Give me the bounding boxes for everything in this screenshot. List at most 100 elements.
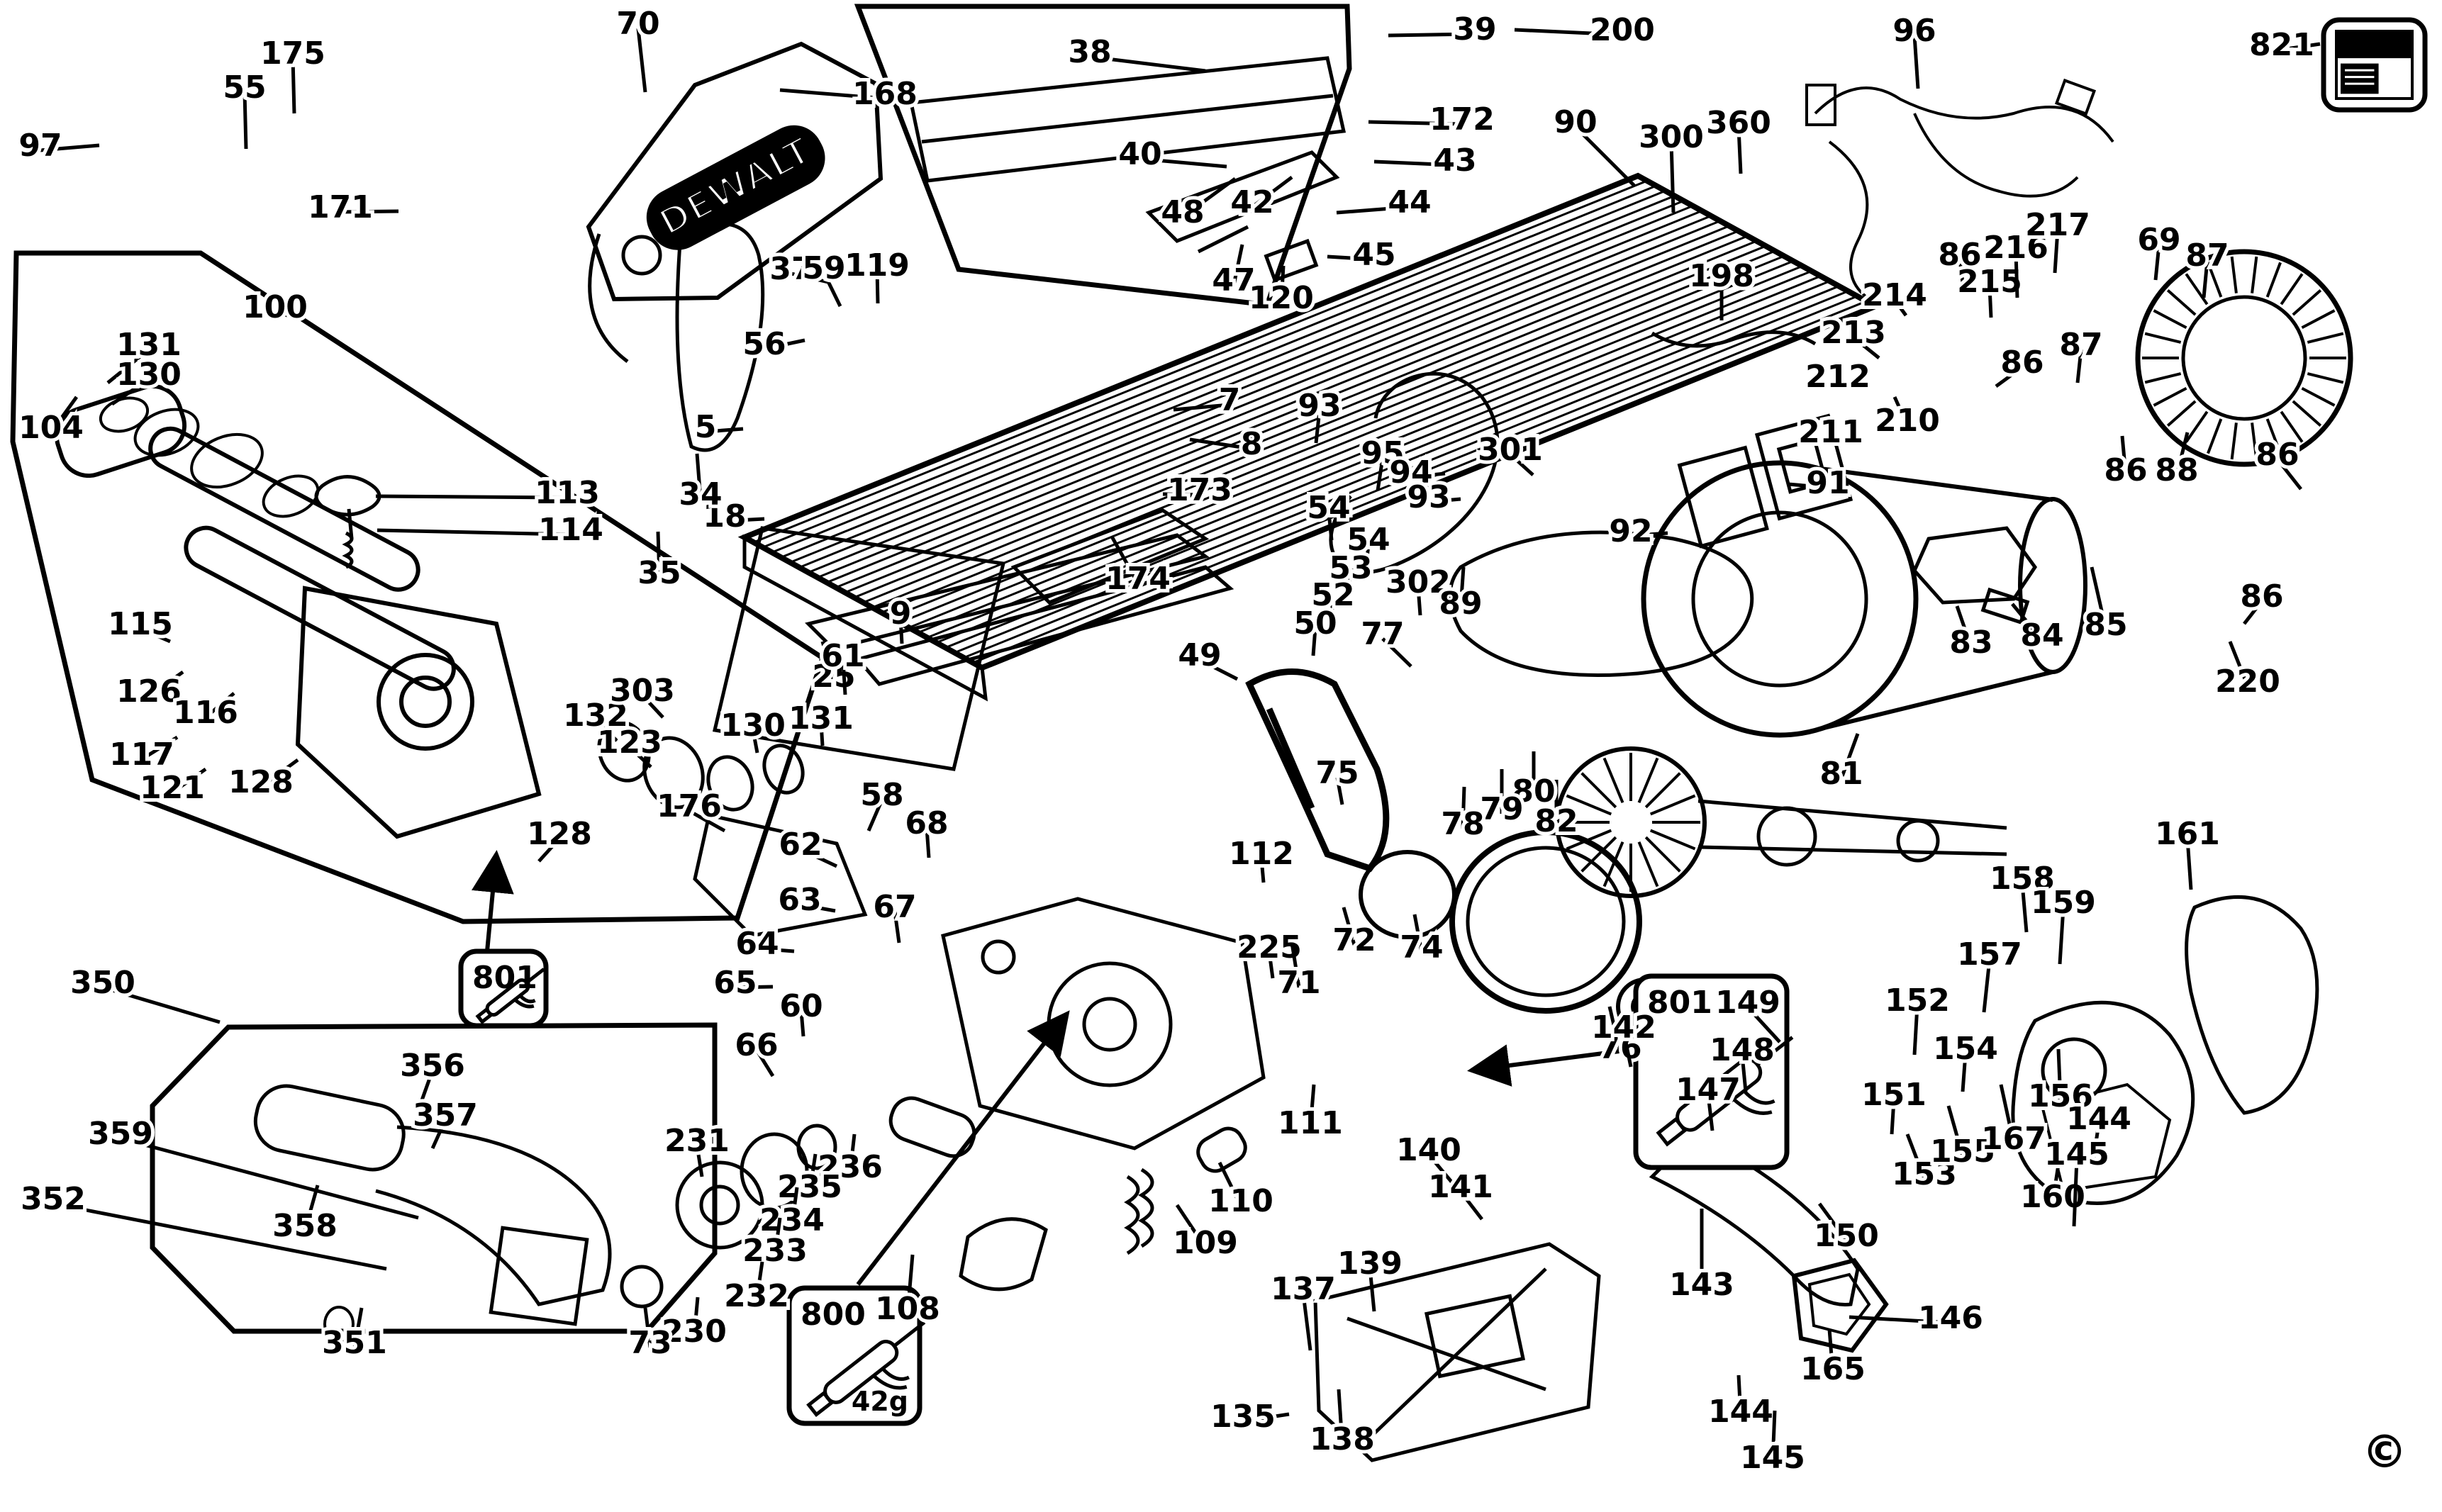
part-label-111: 111	[1278, 1105, 1343, 1141]
leader-line-155	[1946, 1105, 1965, 1157]
bevel-arm-drawing	[1649, 1131, 1860, 1306]
kit-box-note: 42g	[852, 1386, 908, 1417]
part-label-300: 300	[1639, 119, 1704, 155]
leader-line-110	[1217, 1161, 1243, 1207]
part-label-45: 45	[1352, 237, 1395, 273]
leader-line-40	[1139, 157, 1227, 169]
part-label-50: 50	[1293, 605, 1337, 642]
leader-line-148	[1740, 1054, 1748, 1092]
part-label-154: 154	[1933, 1031, 1998, 1067]
leader-line-153	[1905, 1133, 1927, 1180]
switch-drawing	[1677, 413, 1853, 549]
leader-line-156	[2056, 1048, 2063, 1102]
leader-line-130	[111, 377, 150, 406]
part-label-217: 217	[2025, 207, 2090, 243]
leader-line-351	[352, 1307, 364, 1348]
table-top-drawing	[737, 172, 1883, 702]
part-label-114: 114	[538, 512, 603, 548]
part-label-350: 350	[70, 965, 135, 1001]
bevel-frame-drawing	[1313, 1242, 1601, 1462]
part-label-63: 63	[778, 882, 821, 918]
part-label-137: 137	[1271, 1271, 1336, 1307]
group-box-box-350: box-350	[150, 1022, 718, 1334]
part-label-9: 9	[890, 595, 912, 632]
spring-drawing	[959, 1126, 1247, 1292]
leader-line-123	[628, 746, 652, 768]
part-label-96: 96	[1892, 13, 1936, 49]
part-label-86: 86	[2240, 578, 2283, 615]
part-label-91: 91	[1806, 465, 1849, 501]
part-label-230: 230	[662, 1314, 727, 1350]
part-label-119: 119	[844, 247, 910, 284]
leader-line-359	[120, 1136, 419, 1220]
leader-line-59	[822, 271, 842, 308]
part-label-210: 210	[1875, 403, 1940, 439]
end-cap-drawing	[2135, 249, 2353, 467]
part-label-356: 356	[400, 1048, 465, 1084]
part-label-821: 821	[2249, 27, 2314, 63]
leader-line-217	[2053, 229, 2060, 274]
kit-box-kit-801-right: 801	[1633, 973, 1794, 1170]
leader-line-70	[636, 28, 647, 93]
leader-line-47	[1232, 244, 1244, 286]
part-label-157: 157	[1957, 936, 2022, 973]
leader-line-352	[52, 1202, 387, 1271]
leader-line-126	[147, 670, 184, 698]
grease-gun-icon	[806, 1321, 926, 1418]
leader-line-53	[1345, 572, 1353, 605]
leader-line-230	[692, 1297, 700, 1337]
part-label-58: 58	[860, 777, 903, 813]
leader-line-86	[1958, 259, 1966, 295]
leader-line-120	[1279, 265, 1286, 303]
part-label-233: 233	[742, 1233, 808, 1269]
part-label-83: 83	[1949, 625, 1992, 661]
part-label-176: 176	[657, 788, 722, 824]
leader-line-69	[2153, 244, 2161, 281]
part-label-7: 7	[1219, 382, 1241, 418]
kit-box-number: 801	[1647, 985, 1712, 1021]
leader-line-141	[1459, 1190, 1483, 1221]
part-label-37: 37	[769, 251, 813, 287]
kit-box-kit-821: 821	[2321, 17, 2428, 113]
handle-drawing: DEWALT	[586, 41, 883, 363]
leader-line-138	[1337, 1389, 1344, 1445]
part-label-302: 302	[1386, 564, 1451, 600]
leader-line-144	[1736, 1374, 1743, 1417]
leader-line-145	[1771, 1410, 1777, 1463]
part-label-213: 213	[1821, 315, 1886, 351]
leader-line-176	[688, 809, 726, 833]
part-label-142: 142	[1591, 1009, 1656, 1046]
part-label-86: 86	[2104, 452, 2147, 488]
table-enclosure-drawing	[712, 508, 1234, 771]
part-label-212: 212	[1805, 359, 1870, 395]
part-label-147: 147	[1676, 1072, 1741, 1108]
part-label-49: 49	[1178, 637, 1221, 673]
part-label-148: 148	[1710, 1032, 1775, 1068]
part-label-93: 93	[1407, 479, 1450, 515]
part-label-236: 236	[818, 1149, 883, 1185]
leader-line-225	[1267, 951, 1275, 979]
leader-line-76	[1607, 1006, 1622, 1053]
part-label-175: 175	[260, 35, 325, 72]
leader-line-357	[430, 1119, 447, 1150]
part-label-150: 150	[1814, 1218, 1879, 1254]
leader-line-97	[40, 143, 100, 152]
pulley-drawing	[620, 1096, 976, 1309]
part-label-159: 159	[2031, 885, 2096, 921]
part-label-165: 165	[1800, 1351, 1866, 1387]
leader-line-96	[1912, 35, 1920, 89]
part-label-145: 145	[2044, 1136, 2109, 1172]
leader-line-7	[1173, 403, 1230, 412]
leader-line-154	[1961, 1053, 1968, 1092]
leader-line-135	[1242, 1412, 1290, 1423]
leader-line-171	[340, 209, 399, 214]
leader-line-236	[848, 1133, 857, 1172]
part-label-71: 71	[1277, 965, 1320, 1001]
guard-cover-drawings	[2011, 895, 2319, 1205]
leader-line-356	[420, 1070, 435, 1101]
part-label-109: 109	[1173, 1225, 1238, 1261]
leader-line-301	[1509, 453, 1534, 476]
part-label-61: 61	[821, 638, 864, 674]
leader-line-34	[695, 453, 703, 500]
